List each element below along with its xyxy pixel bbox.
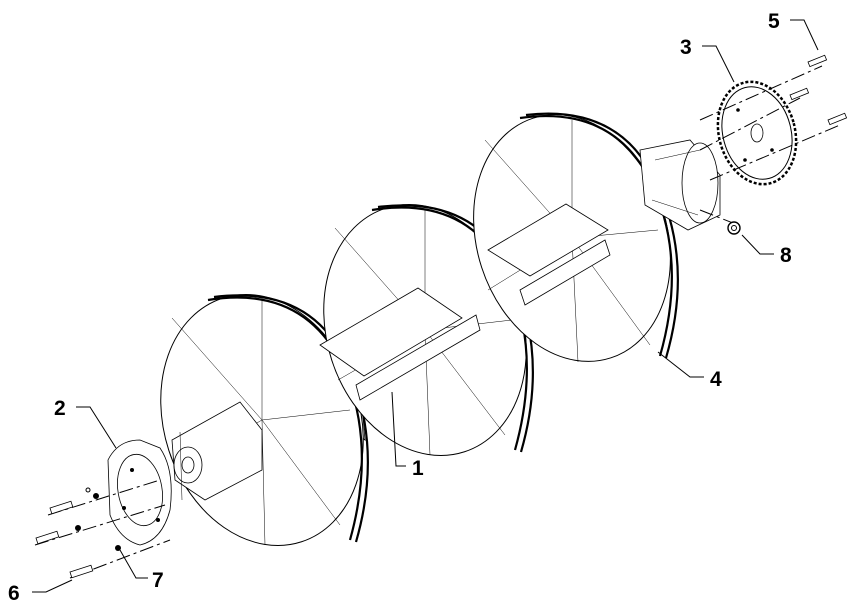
right-hub [639, 139, 721, 231]
left-hub [171, 401, 263, 501]
part-label-3: 3 [680, 36, 692, 59]
part-label-7: 7 [152, 569, 164, 592]
flange-plate [107, 439, 172, 546]
right-bolts [699, 54, 848, 181]
left-bolts [34, 479, 171, 579]
part-label-8: 8 [780, 244, 792, 267]
part-label-6: 6 [8, 582, 20, 605]
reel-frame-front [319, 203, 611, 401]
nut [699, 209, 741, 235]
part-label-1: 1 [412, 457, 424, 480]
part-label-2: 2 [54, 397, 66, 420]
leader-lines [32, 19, 819, 593]
part-label-4: 4 [710, 368, 722, 391]
sprocket [716, 80, 798, 186]
part-label-5: 5 [768, 10, 780, 33]
